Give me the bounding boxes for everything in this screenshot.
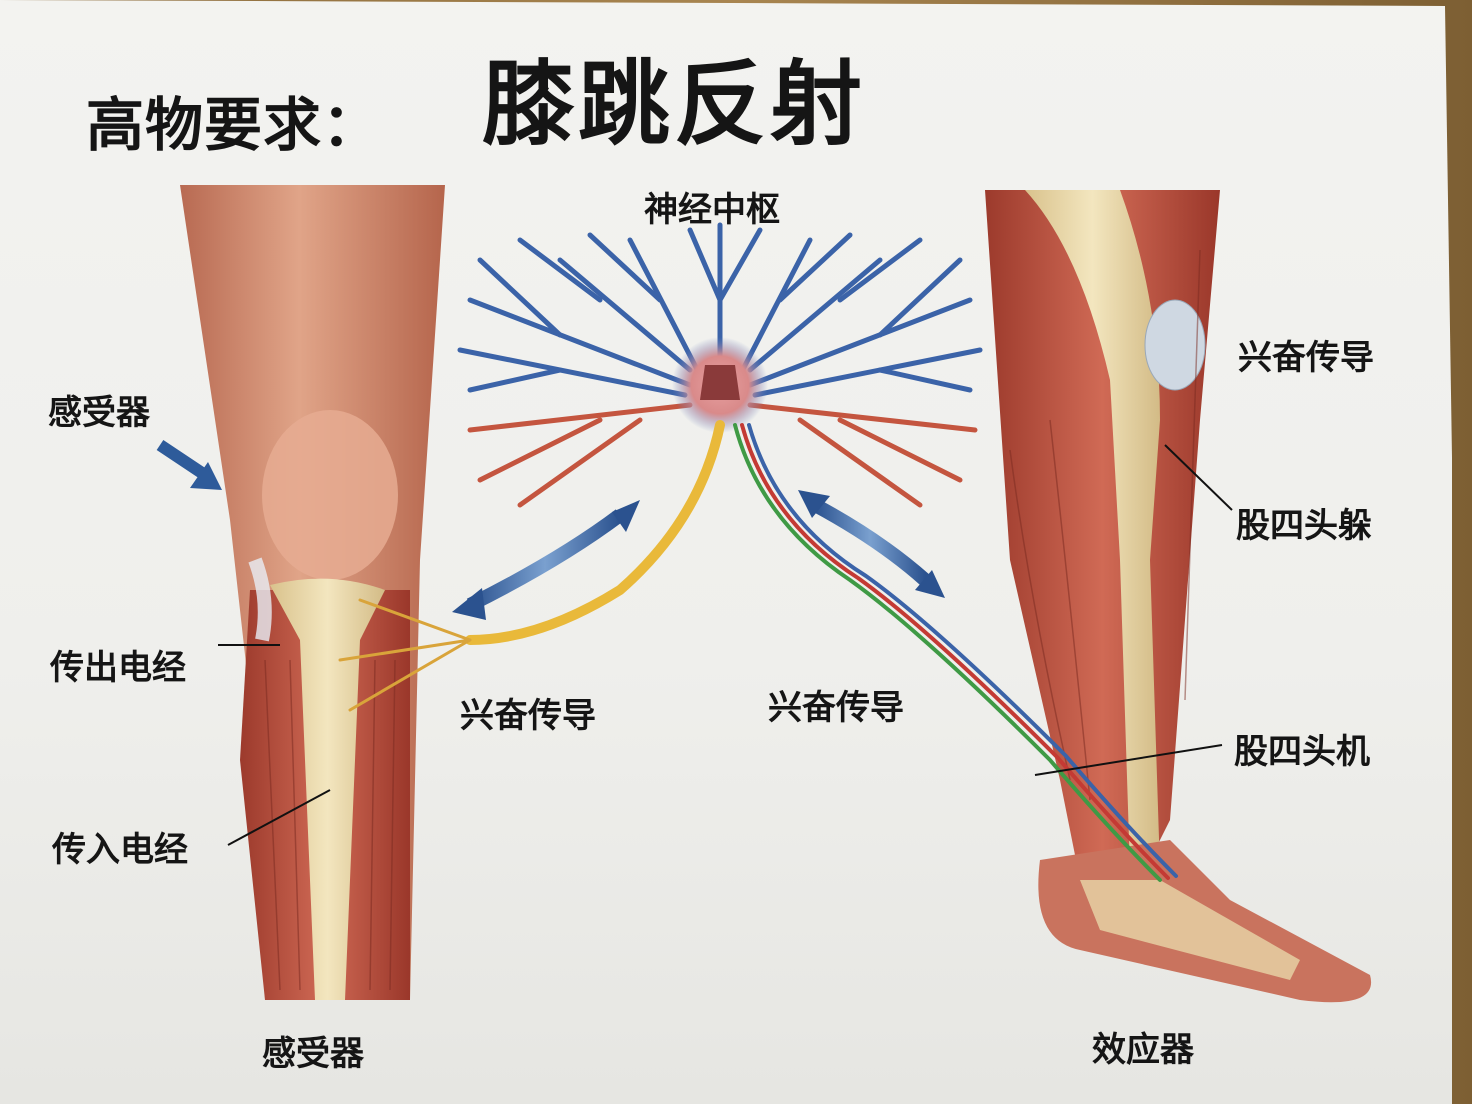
page-title: 膝跳反射 [482, 51, 867, 158]
receptor-pointer-arrow [156, 440, 222, 490]
label-afferent-nerve: 传入电经 [52, 830, 188, 870]
left-leg-knee [180, 185, 445, 1000]
label-center-right-conduction: 兴奋传导 [768, 688, 904, 728]
bidirectional-arrow-right [798, 490, 945, 598]
label-receptor-top: 感受器 [48, 393, 150, 433]
label-quadriceps-muscle: 股四头机 [1234, 732, 1370, 772]
label-efferent-nerve: 传出电经 [50, 648, 186, 688]
leader-lines [218, 444, 1233, 846]
label-effector: 效应器 [1092, 1030, 1194, 1070]
neuron-center [338, 222, 1178, 882]
title-prefix: 高物要求： [86, 91, 382, 159]
label-right-conduction: 兴奋传导 [1238, 338, 1374, 378]
label-left-conduction: 兴奋传导 [460, 696, 596, 736]
label-nerve-center: 神经中枢 [644, 190, 780, 230]
right-leg-anatomy [985, 190, 1372, 1003]
label-quadriceps-tendon: 股四头躲 [1236, 506, 1372, 546]
bidirectional-arrow-left [452, 500, 640, 620]
label-receptor-bottom: 感受器 [262, 1034, 364, 1074]
